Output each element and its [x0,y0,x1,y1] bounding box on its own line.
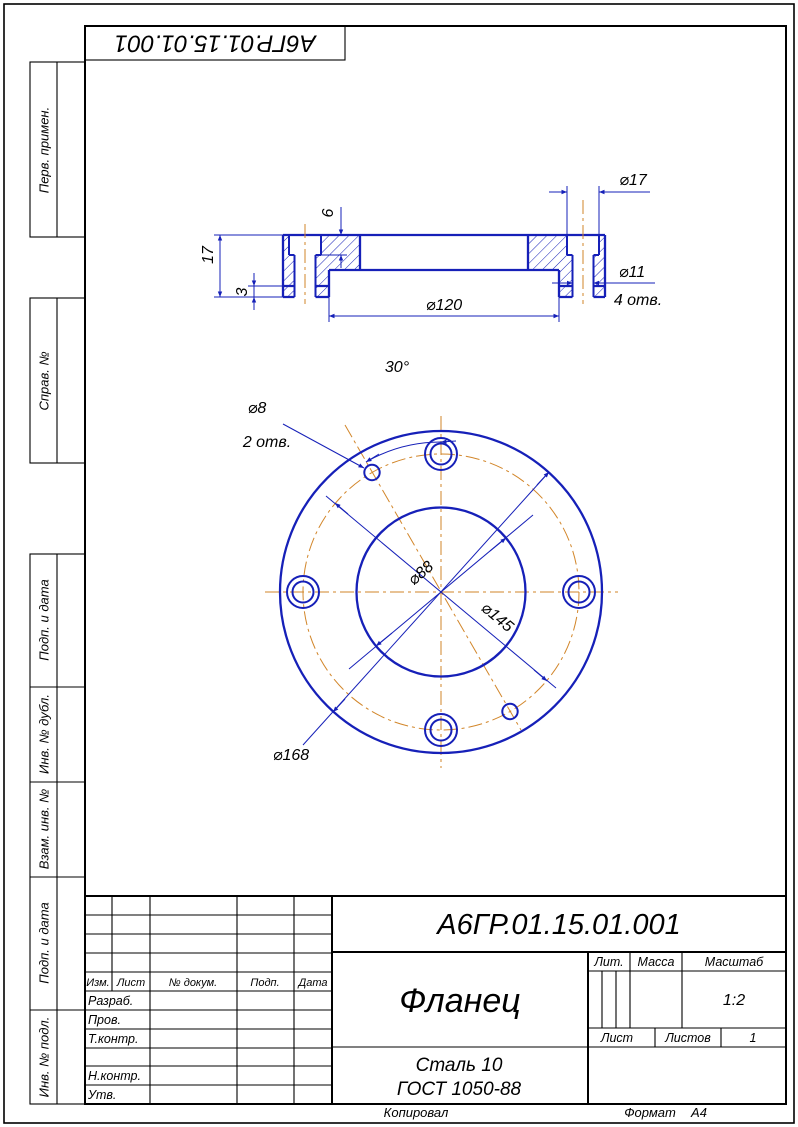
stamp-label-podp-data-1: Подп. и дата [37,579,52,660]
dim-text-angle: 30° [385,359,410,376]
scale-value: 1:2 [723,992,745,1009]
dim-text-hub-dia: ⌀120 [426,297,462,314]
title-material-line1: Сталь 10 [416,1055,503,1076]
left-column-stamps: Перв. примен. Справ. № Подп. и дата Инв.… [29,61,86,1105]
dim-ext-lines [214,186,600,322]
title-material-line2: ГОСТ 1050-88 [397,1079,522,1100]
dim-text-hole-dia: ⌀11 [619,264,645,281]
header-podp: Подп. [250,977,279,989]
dim-arrow-145a [334,502,349,515]
stamp-label-sprav-no: Справ. № [37,351,52,410]
title-designation: А6ГР.01.15.01.001 [435,909,680,941]
format-label: Формат [624,1105,676,1120]
bolt-hole-counterbore [424,437,458,471]
page-border [3,3,795,1124]
section-hole-centerlines [304,200,584,304]
stamp-grid [30,554,85,1104]
role-utv: Утв. [87,1088,116,1102]
dim-arrow-168a [332,698,346,713]
title-block: А6ГР.01.15.01.001 Фланец Сталь 10 ГОСТ 1… [85,895,786,1104]
header-izm: Изм. [86,977,109,989]
sheets-label: Листов [664,1031,711,1045]
outer-circle [278,429,604,755]
dim-arrow-88b [489,537,507,552]
bolt-hole-counterbore [424,713,458,747]
role-tkontr: Т.контр. [88,1032,138,1046]
role-nkontr: Н.контр. [88,1069,141,1083]
bolt-circle-centerline [302,453,580,731]
scale-label: Масштаб [705,955,764,969]
bolt-hole [567,580,591,604]
dim-text-counterbore-dia: ⌀17 [619,172,648,189]
lit-label: Лит. [593,955,623,969]
pin-hole [363,463,381,482]
front-view: ⌀88 ⌀145 ⌀168 30° ⌀8 2 отв. [242,359,618,768]
section-dimensions: 17 3 6 ⌀120 ⌀17 ⌀11 4 отв. [200,172,662,322]
pin-hole [501,702,519,721]
format-value: А4 [690,1105,707,1120]
title-block-grid [85,896,786,1104]
stamp-lower-group: Подп. и дата Инв. № дубл. Взам. инв. № П… [29,553,86,1105]
bolt-hole-counterbore [562,575,596,609]
leader-pin-hole [282,423,365,469]
stamp-label-inv-podl: Инв. № подл. [37,1017,52,1098]
bolt-hole-counterbore [286,575,320,609]
header-list: Лист [116,977,145,989]
section-view: 17 3 6 ⌀120 ⌀17 ⌀11 4 отв. [200,172,662,322]
section-hatch-left [283,235,360,297]
pin-holes [363,463,519,721]
drawing-frame [84,25,787,1105]
dim-text-outer-dia: ⌀168 [273,747,309,764]
role-prov: Пров. [88,1013,121,1027]
dim-arrow-30b [365,453,380,463]
header-data: Дата [296,977,327,989]
dim-text-pins-note: 2 отв. [242,434,291,451]
dim-text-lip: 3 [234,287,251,296]
reversed-designation-text: А6ГР.01.15.01.001 [114,30,317,57]
role-razrab: Разраб. [88,994,133,1008]
dim-text-bolt-circle-dia: ⌀145 [478,599,517,635]
bolt-hole [429,718,453,742]
bore-circle [355,506,527,678]
section-holes [288,235,600,297]
dim-arrow-30a [440,439,457,444]
title-part-name: Фланец [399,982,520,1020]
header-doc: № докум. [169,977,217,989]
stamp-sprav-no: Справ. № [29,297,86,464]
dim-text-holes-note: 4 отв. [614,292,662,309]
designation-box [84,25,346,61]
stamp-label-podp-data-2: Подп. и дата [37,902,52,983]
dim-arrow-88a [375,632,393,647]
page-frame [3,3,795,1124]
stamp-perv-primen: Перв. примен. [29,61,86,238]
bolt-hole [291,580,315,604]
dim-arrow-145b [533,669,548,682]
mass-label: Масса [638,955,675,969]
sheet-label: Лист [600,1031,633,1045]
reversed-designation-box: А6ГР.01.15.01.001 [84,25,346,61]
sheets-value: 1 [750,1031,757,1045]
section-hatch-right [528,235,605,297]
bolt-holes [286,437,596,747]
stamp-label-perv-primen: Перв. примен. [37,107,52,193]
dim-text-counterbore-depth: 6 [320,208,337,217]
title-block-main-lines [85,895,786,1104]
dim-text-height: 17 [200,245,217,264]
dim-text-pin-dia: ⌀8 [248,400,267,417]
stamp-label-vzam-inv: Взам. инв. № [37,789,52,869]
copied-label: Копировал [384,1105,449,1120]
bottom-margin: Копировал Формат А4 [384,1105,707,1120]
dim-arrow-168b [536,471,550,486]
stamp-label-inv-dubl: Инв. № дубл. [37,694,52,774]
